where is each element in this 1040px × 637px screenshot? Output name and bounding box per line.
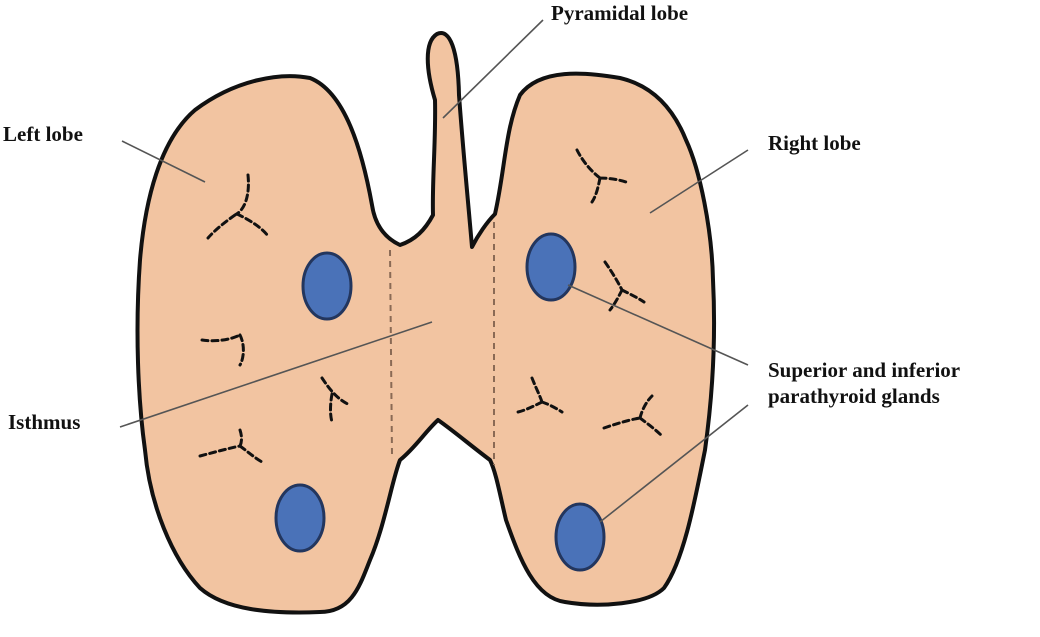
parathyroid-superior-left [301,251,353,321]
lobule-marks-left [198,173,352,464]
label-pyramidal-lobe: Pyramidal lobe [551,1,689,25]
label-parathyroid-line1: Superior and inferior [768,358,961,382]
parathyroid-inferior-left [274,483,326,553]
label-parathyroid-glands: Superior and inferior parathyroid glands [768,357,960,409]
label-left-lobe: Left lobe [3,122,83,146]
label-right-lobe: Right lobe [768,131,861,155]
leader-pyramidal [442,19,544,119]
parathyroid-superior-right [525,232,577,302]
parathyroid-inferior-right [554,502,606,572]
lobule-marks-right [516,148,664,438]
thyroid-gland [135,31,717,615]
leader-right-lobe [649,149,749,214]
leader-parathyroid-inferior [599,404,749,523]
label-isthmus: Isthmus [8,410,81,434]
leader-lines [119,19,749,523]
isthmus-boundary-left [389,249,393,456]
leader-left-lobe [121,140,206,183]
leader-isthmus [119,321,433,428]
leader-parathyroid-superior [567,284,749,366]
label-parathyroid-line2: parathyroid glands [768,384,940,408]
